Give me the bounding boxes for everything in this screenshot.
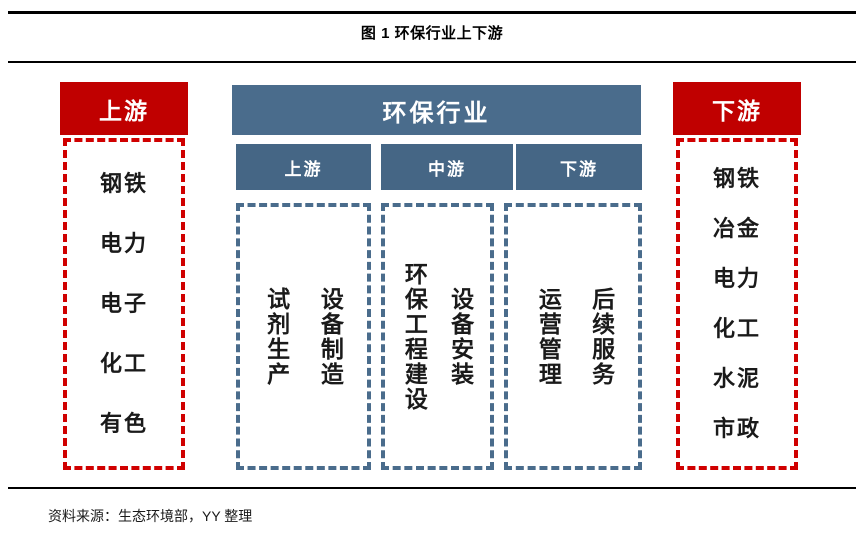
list-item: 化工 [712,316,761,342]
industry-group-header-upstream: 上游 [236,144,371,190]
list-item: 有色 [99,411,148,437]
list-item: 电子 [99,291,148,317]
industry-main-header: 环保行业 [232,85,641,135]
top-divider-rule [8,11,856,14]
industry-group-items-midstream: 环保工程建设 设备安装 [385,207,490,466]
title-divider-rule [8,61,856,63]
downstream-item-list: 钢铁 冶金 电力 化工 水泥 市政 [676,148,798,460]
list-item: 冶金 [712,216,761,242]
upstream-item-list: 钢铁 电力 电子 化工 有色 [63,148,185,460]
industry-group-items-upstream: 试剂生产 设备制造 [240,207,367,466]
downstream-column-box [676,138,798,470]
industry-group-header-downstream: 下游 [516,144,642,190]
upstream-column-header: 上游 [60,82,188,135]
list-item: 水泥 [712,366,761,392]
source-note: 资料来源：生态环境部，YY 整理 [48,508,253,524]
downstream-column-header: 下游 [673,82,801,135]
list-item: 试剂生产 [263,286,290,387]
list-item: 运营管理 [535,286,562,387]
industry-group-box-upstream [236,203,371,470]
list-item: 设备安装 [447,286,474,387]
list-item: 电力 [712,266,761,292]
list-item: 电力 [99,231,148,257]
list-item: 化工 [99,351,148,377]
list-item: 后续服务 [588,286,615,387]
bottom-divider-rule [8,487,856,489]
figure-title: 图 1 环保行业上下游 [360,25,504,42]
list-item: 钢铁 [712,166,761,192]
industry-group-header-midstream: 中游 [381,144,513,190]
list-item: 市政 [712,416,761,442]
industry-group-box-midstream [381,203,494,470]
upstream-column-box [63,138,185,470]
list-item: 设备制造 [317,286,344,387]
industry-group-items-downstream: 运营管理 后续服务 [512,207,638,466]
list-item: 环保工程建设 [401,261,428,412]
industry-group-box-downstream [504,203,642,470]
list-item: 钢铁 [99,171,148,197]
